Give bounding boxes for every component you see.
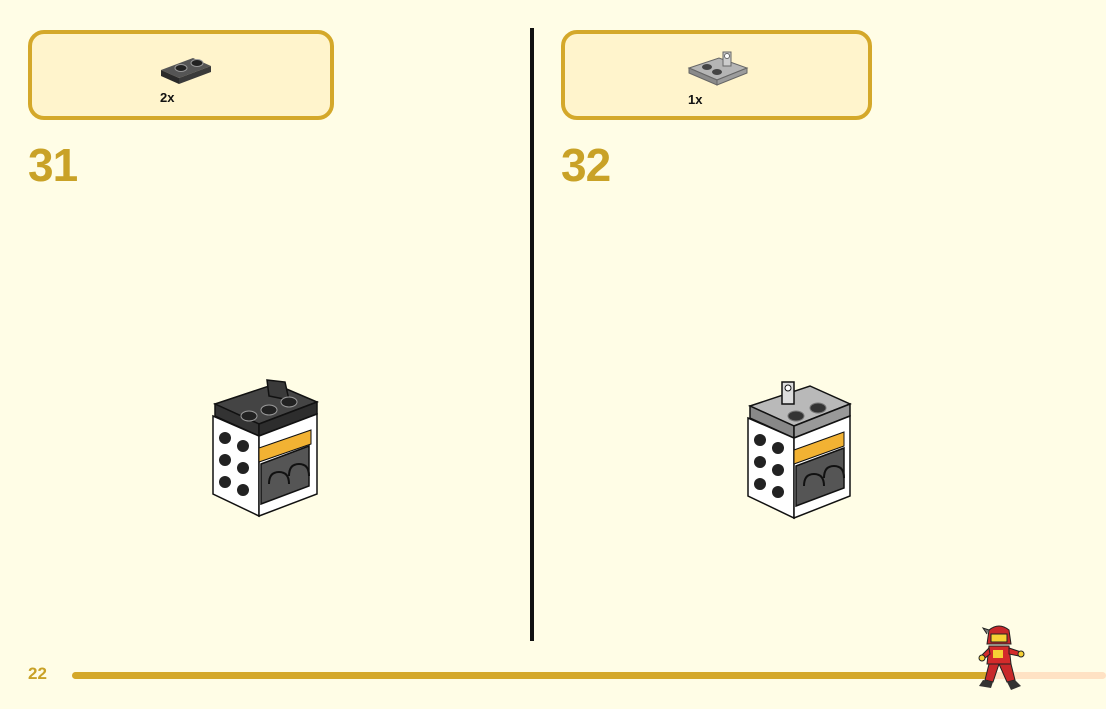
ninja-minifigure-icon — [978, 625, 1025, 690]
parts-box-step-32: 1x — [561, 30, 872, 120]
step-number: 31 — [28, 139, 78, 191]
part-quantity: 1x — [688, 92, 703, 107]
progress-bar-fill — [72, 672, 993, 679]
step-number: 32 — [561, 139, 611, 191]
progress-bar — [72, 672, 1106, 679]
grey-plate-with-clip-icon — [687, 51, 749, 86]
page-number: 22 — [28, 664, 47, 683]
model-assembly-step-31 — [212, 379, 320, 518]
parts-box-step-31: 2x — [28, 30, 334, 120]
part-quantity: 2x — [160, 90, 175, 105]
model-assembly-step-32 — [747, 381, 852, 520]
step-divider — [530, 28, 534, 641]
dark-bracket-plate-icon — [161, 58, 211, 84]
